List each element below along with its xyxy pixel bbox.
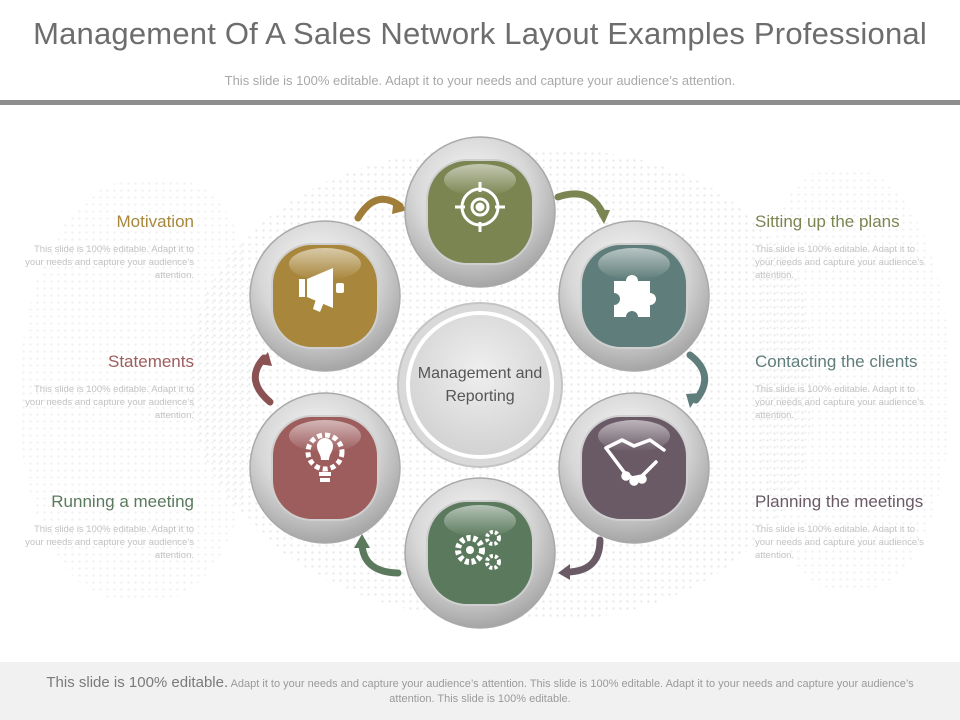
label-contacting-clients: Contacting the clients: [755, 352, 918, 371]
label-sitting-up-plans: Sitting up the plans: [755, 212, 900, 231]
center-label: Management and Reporting: [417, 365, 543, 405]
node-plans: [558, 220, 710, 372]
footer-rest: Adapt it to your needs and capture your …: [228, 678, 914, 705]
connector-arrows: [251, 190, 709, 580]
slide-subtitle: This slide is 100% editable. Adapt it to…: [224, 73, 736, 88]
lightbulb-icon: [305, 432, 345, 482]
node-clients: [558, 392, 710, 544]
arrowhead: [596, 210, 610, 224]
footer-lead: This slide is 100% editable.: [46, 674, 229, 691]
label-statements: Statements: [108, 352, 194, 371]
arrowhead: [354, 534, 370, 548]
arrow-plans-to-clients: [686, 351, 709, 404]
center-node: [397, 302, 563, 468]
gears-icon: [455, 530, 501, 570]
node-target: [404, 136, 556, 288]
desc-motivation: This slide is 100% editable. Adapt it to…: [25, 244, 194, 281]
world-map-background-right: [760, 170, 950, 590]
footer-text: This slide is 100% editable. Adapt it to…: [30, 675, 930, 707]
label-motivation: Motivation: [116, 212, 194, 231]
label-planning-meetings: Planning the meetings: [755, 492, 924, 511]
arrowhead: [258, 352, 272, 366]
world-map-background-left: [20, 180, 250, 600]
label-running-meeting: Running a meeting: [51, 492, 194, 511]
node-motivation: [249, 220, 401, 372]
footer-band: [0, 662, 960, 720]
desc-sitting-up-plans: This slide is 100% editable. Adapt it to…: [755, 244, 924, 281]
node-statements: [249, 392, 401, 544]
desc-statements: This slide is 100% editable. Adapt it to…: [25, 384, 194, 421]
node-meetings: [404, 477, 556, 629]
target-icon: [455, 182, 505, 232]
slide-title: Management Of A Sales Network Layout Exa…: [33, 16, 927, 51]
arrowhead: [558, 564, 570, 580]
arrowhead: [392, 198, 408, 214]
desc-contacting-clients: This slide is 100% editable. Adapt it to…: [755, 384, 924, 421]
arrow-clients-to-meetings: [562, 536, 604, 576]
desc-planning-meetings: This slide is 100% editable. Adapt it to…: [755, 524, 924, 561]
header-divider: [0, 100, 960, 105]
arrow-target-to-plans: [554, 190, 607, 218]
arrowhead: [686, 393, 700, 408]
megaphone-icon: [299, 268, 344, 312]
handshake-icon: [604, 438, 666, 486]
desc-running-meeting: This slide is 100% editable. Adapt it to…: [25, 524, 194, 561]
puzzle-icon: [614, 275, 656, 317]
